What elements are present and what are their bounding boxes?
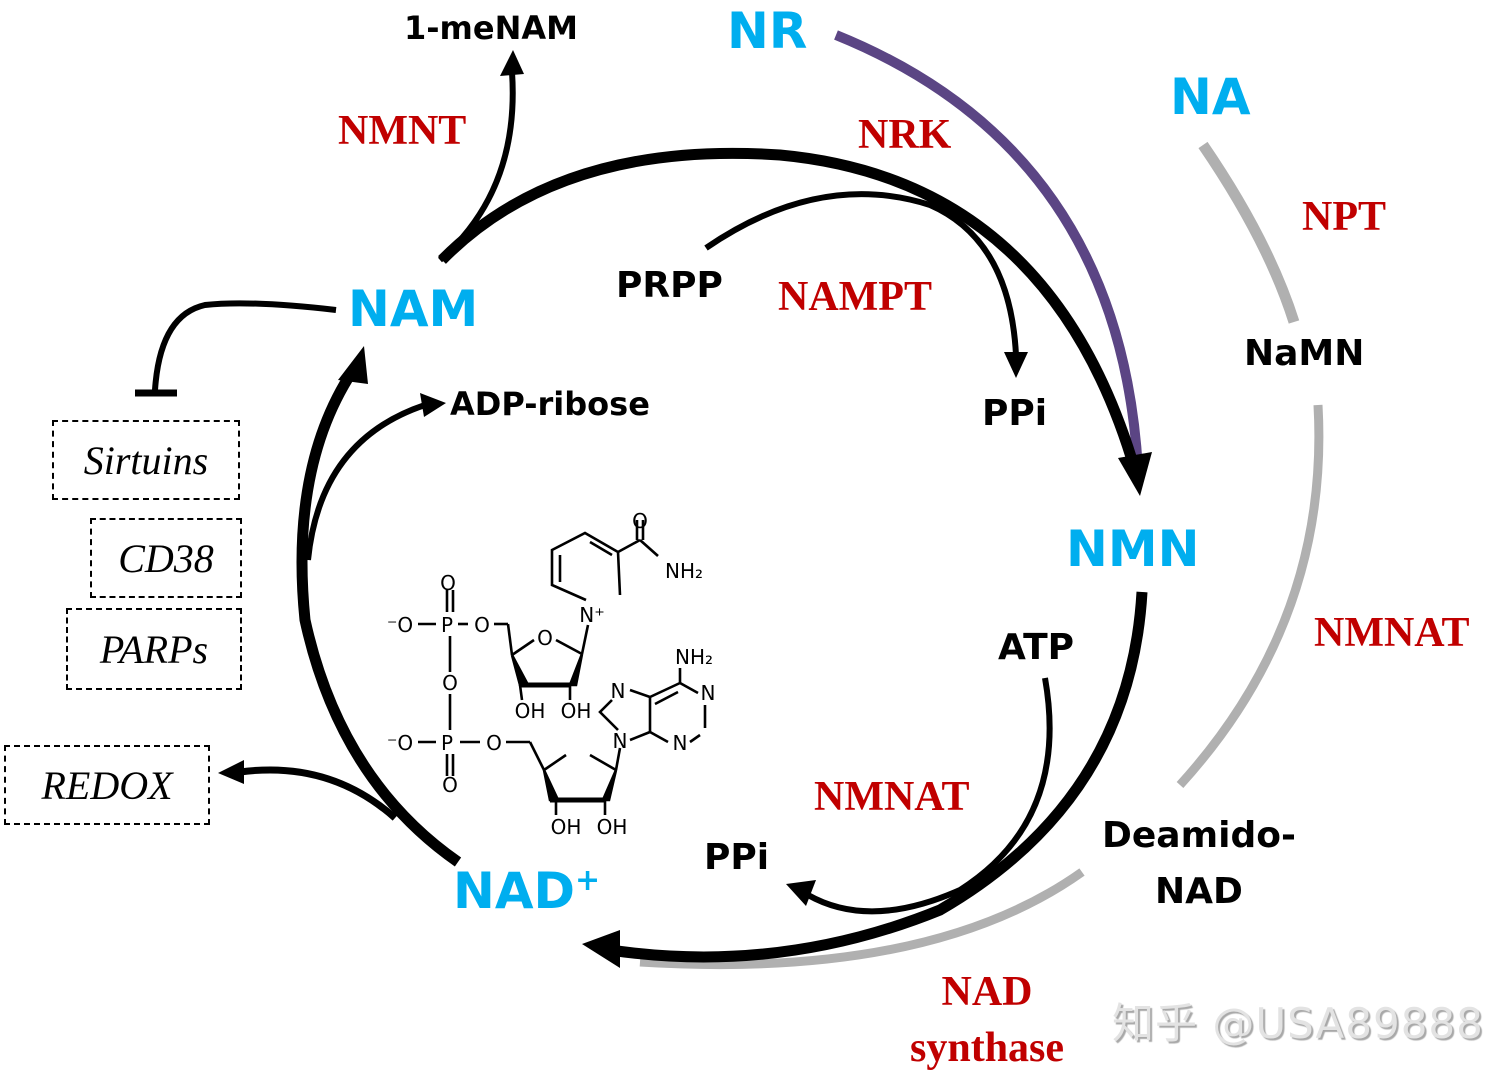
metabolite-prpp: PRPP (616, 265, 723, 306)
atom-label: OH (561, 699, 592, 723)
nad-arrowhead (582, 930, 620, 968)
atom-label: O (442, 773, 458, 797)
parps-label: PARPs (99, 626, 209, 672)
redox-arrowhead (218, 760, 244, 784)
enzyme-nmnat-right: NMNAT (1314, 610, 1470, 656)
metabolite-ppi-top: PPi (982, 393, 1048, 434)
nam-arrowhead (338, 346, 368, 384)
adp-ribose-arrowhead (420, 393, 446, 417)
enzyme-nrk: NRK (858, 112, 952, 158)
consumer-cd38: CD38 (90, 518, 242, 598)
nam-to-nmn-arc (438, 147, 1141, 472)
metabolite-nam: NAM (348, 280, 479, 338)
nmn-to-nad-arc (609, 591, 1148, 963)
metabolite-adp-ribose: ADP-ribose (450, 385, 650, 423)
nad-superscript: + (575, 863, 601, 898)
nam-inhibition-line (152, 300, 337, 391)
metabolite-nmn: NMN (1066, 520, 1200, 578)
metabolite-nad: NAD+ (453, 863, 601, 917)
deamido-line1: Deamido- (1102, 815, 1296, 856)
nad-synthase-line1: NAD (941, 969, 1033, 1015)
enzyme-nmnat-bottom: NMNAT (814, 774, 970, 820)
to-redox-arc (239, 766, 398, 821)
atom-label: NH₂ (665, 559, 703, 583)
deamido-to-nad-arc (639, 868, 1085, 970)
atom-label: OH (597, 815, 628, 839)
consumer-redox: REDOX (4, 745, 210, 825)
watermark: 知乎 @USA89888 (1112, 999, 1484, 1048)
nad-synthase-line2: synthase (910, 1025, 1065, 1071)
menam-arrowhead (500, 50, 524, 76)
consumer-sirtuins: Sirtuins (52, 420, 240, 500)
metabolite-atp: ATP (998, 627, 1075, 668)
atom-label: O (632, 509, 648, 533)
nad-text: NAD (453, 862, 576, 920)
cd38-label: CD38 (118, 535, 214, 581)
enzyme-nmnt: NMNT (338, 108, 467, 154)
atom-label: O (440, 571, 456, 595)
atom-label: OH (551, 815, 582, 839)
atom-label: N (673, 731, 688, 755)
enzyme-nampt: NAMPT (778, 274, 932, 320)
redox-label: REDOX (41, 762, 173, 808)
metabolite-deamido-nad: Deamido- NAD (1102, 808, 1296, 920)
ppi-bottom-arrowhead (786, 880, 816, 906)
atom-label: N⁺ (579, 603, 605, 627)
enzyme-nad-synthase: NAD synthase (910, 964, 1064, 1076)
enzyme-npt: NPT (1302, 194, 1386, 240)
atom-label: NH₂ (675, 645, 713, 669)
atom-label: O (442, 671, 458, 695)
consumer-parps: PARPs (66, 608, 242, 690)
deamido-line2: NAD (1155, 871, 1243, 912)
na-to-namn-arc (1198, 141, 1300, 324)
atom-label: N (611, 679, 626, 703)
atom-label: N (613, 729, 628, 753)
atom-label: N (701, 681, 716, 705)
atom-label: ⁻O (387, 731, 413, 755)
ppi-top-arrowhead (1004, 352, 1028, 378)
nad-structure-labels: O ⁻O P O O ⁻O P O O O N⁺ O NH₂ OH OH N N… (387, 509, 716, 839)
nmn-arrowhead (1118, 452, 1152, 496)
nad-structure (418, 520, 707, 815)
nr-to-nmn-arc (834, 30, 1143, 471)
atom-label: O (537, 626, 553, 650)
atom-label: P (441, 731, 453, 755)
metabolite-nr: NR (727, 2, 808, 60)
metabolite-1-menam: 1-meNAM (404, 9, 578, 47)
namn-to-deamido-arc (1176, 404, 1324, 789)
atp-to-ppi-arc (806, 677, 1053, 915)
atom-label: P (441, 613, 453, 637)
to-adp-ribose-arc (305, 402, 426, 561)
metabolite-namn: NaMN (1244, 333, 1365, 374)
nam-to-menam-arc (438, 71, 516, 263)
metabolite-ppi-bottom: PPi (704, 837, 770, 878)
metabolite-na: NA (1170, 68, 1251, 126)
nad-to-nam-arc (296, 372, 462, 867)
atom-label: OH (515, 699, 546, 723)
prpp-to-ppi-arc (704, 191, 1019, 356)
atom-label: ⁻O (387, 613, 413, 637)
sirtuins-label: Sirtuins (83, 437, 209, 483)
atom-label: O (486, 731, 502, 755)
atom-label: O (474, 613, 490, 637)
